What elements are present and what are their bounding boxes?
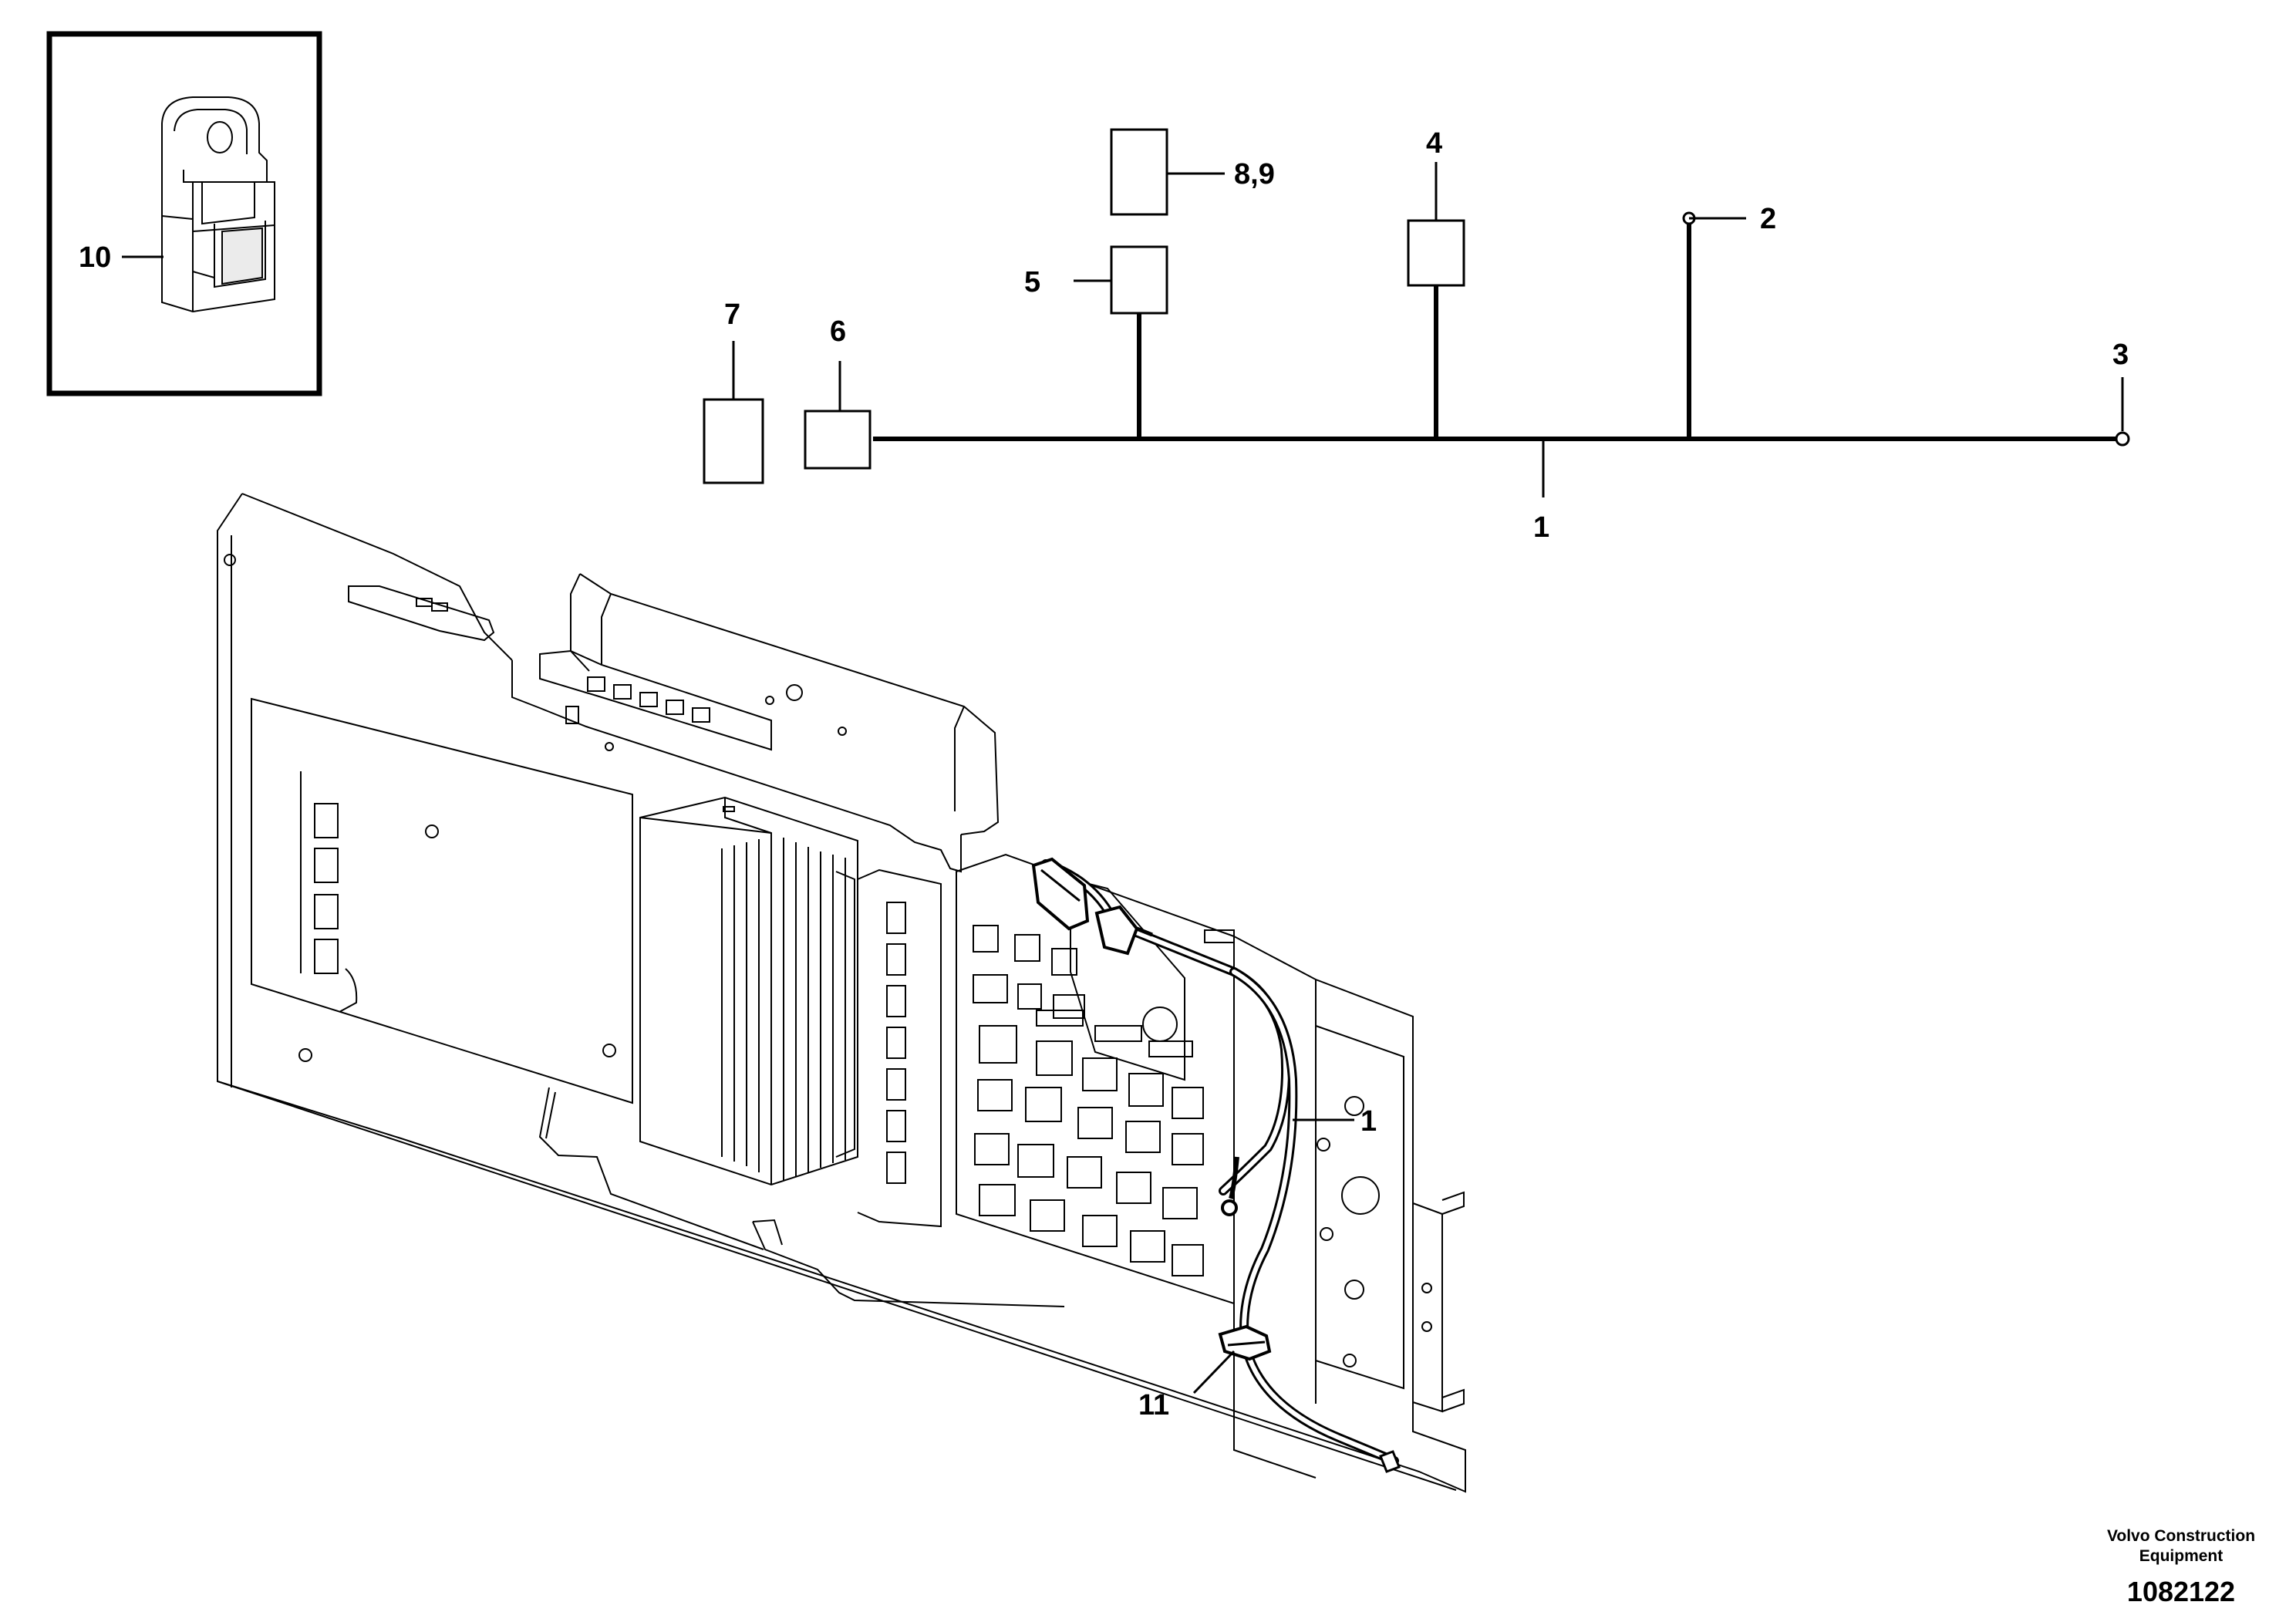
harness-schematic [703,128,2130,484]
callout-6: 6 [830,315,846,348]
wiring-harness [1031,857,1401,1473]
callout-5: 5 [1024,266,1040,298]
callout-10: 10 [79,241,111,274]
connector-box-7 [703,398,764,484]
heat-sink-fins [721,838,846,1180]
callout-4: 4 [1426,127,1442,160]
connector-box-5 [1110,245,1168,315]
callout-1-schematic: 1 [1533,511,1549,544]
callout-8-9: 8,9 [1234,158,1275,191]
company-name-line1: Volvo Construction [2107,1527,2255,1545]
relay-grid [973,925,1204,1276]
callout-3: 3 [2112,339,2129,371]
company-name-line2: Equipment [2139,1547,2224,1565]
electrical-panel-assembly [217,493,1466,1493]
callout-11: 11 [1138,1389,1169,1421]
fuse-strip [886,902,906,1184]
terminal-3-icon [2115,431,2130,447]
callout-7: 7 [724,298,740,331]
callout-2: 2 [1760,203,1776,235]
drawing-number: 1082122 [2127,1576,2235,1607]
connector-box-6 [804,410,872,470]
connector-box-4 [1407,219,1465,287]
inset-detail-clip [46,31,322,396]
connector-box-8-9 [1110,128,1168,216]
callout-1-harness: 1 [1360,1105,1377,1138]
